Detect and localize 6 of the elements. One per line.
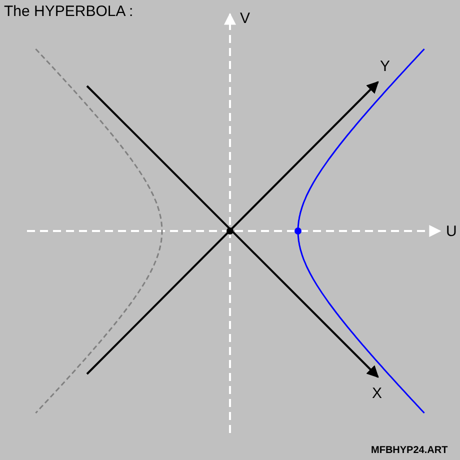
axis-label: V <box>240 11 250 26</box>
title-text: The HYPERBOLA : <box>4 4 134 19</box>
file-name-text: MFBHYP24.ART <box>371 446 448 456</box>
axis-label: Y <box>380 59 390 74</box>
axis-label: U <box>446 224 457 239</box>
axis-label: X <box>372 386 382 401</box>
